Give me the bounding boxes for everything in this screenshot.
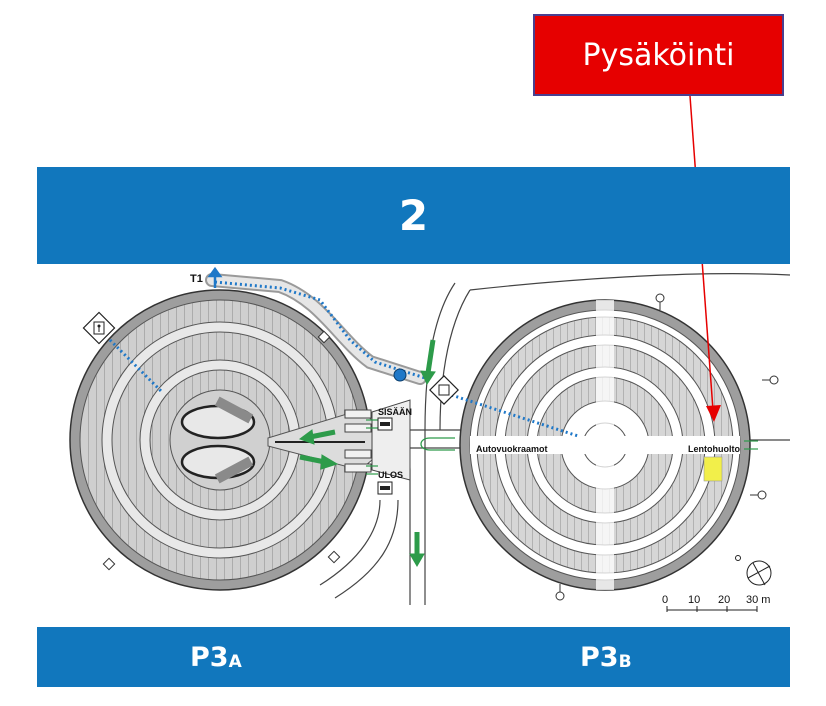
garage-p3b [459, 299, 751, 591]
zone-a-main: P3 [190, 641, 229, 673]
marker-posts [102, 293, 779, 601]
terminal-label: T1 [190, 273, 203, 285]
car-icon [377, 417, 393, 431]
walkway-p3b [441, 390, 579, 438]
terminal-arrow-icon [207, 266, 223, 288]
highlight-stalls [703, 456, 723, 482]
airport-service-label: Lentohuolto [688, 444, 740, 454]
entrance-label: SISÄÄN [378, 407, 412, 417]
garage-p3a [69, 289, 373, 591]
zone-b-main: P3 [580, 641, 619, 673]
exit-label: ULOS [378, 470, 403, 480]
walkway-p3a [108, 338, 164, 394]
car-icon-exit [377, 481, 393, 495]
header-band: 2 [37, 167, 790, 264]
scale-label-10: 10 [688, 594, 700, 606]
compass-icon [735, 555, 772, 586]
walkway-node-icon [393, 368, 407, 382]
scale-label-20: 20 [718, 594, 730, 606]
green-traffic-arrows [298, 339, 436, 567]
car-rental-label: Autovuokraamot [476, 444, 548, 454]
elevator-icon-p3b [429, 375, 459, 405]
small-lane-arrows [366, 419, 758, 475]
parking-callout: Pysäköinti [533, 14, 784, 96]
uturn-arrow [420, 437, 455, 451]
level-number: 2 [398, 191, 429, 240]
zone-b-sub: B [618, 652, 632, 672]
scale-label-0: 0 [662, 594, 668, 606]
scale-bar: 0 10 20 30 m [662, 594, 770, 612]
scale-label-30: 30 m [746, 594, 770, 606]
elevator-icon [82, 311, 116, 345]
zone-a-sub: A [228, 652, 242, 672]
